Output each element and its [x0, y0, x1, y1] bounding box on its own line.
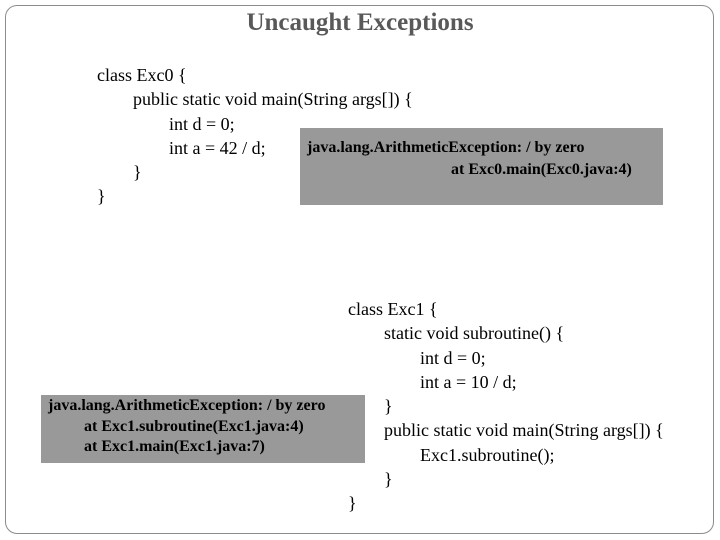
stack-trace-line: at Exc1.subroutine(Exc1.java:4): [84, 417, 304, 435]
code-line: public static void main(String args[]) {: [384, 420, 664, 441]
code-block-exc0: class Exc0 { public static void main(Str…: [97, 63, 413, 209]
code-line: class Exc1 {: [348, 299, 438, 319]
code-line: int d = 0;: [420, 347, 486, 368]
stack-trace-line: at Exc0.main(Exc0.java:4): [451, 161, 632, 178]
exception-message: java.lang.ArithmeticException: / by zero: [48, 397, 326, 414]
slide-title: Uncaught Exceptions: [246, 9, 474, 36]
code-line: public static void main(String args[]) {: [133, 89, 413, 110]
exception-output-exc1: java.lang.ArithmeticException: / by zero…: [41, 395, 365, 463]
code-line: int d = 0;: [169, 113, 235, 134]
stack-trace-line: at Exc1.main(Exc1.java:7): [84, 438, 265, 455]
exception-message: java.lang.ArithmeticException: / by zero: [307, 139, 585, 156]
code-line: class Exc0 {: [97, 65, 187, 85]
code-line: }: [348, 493, 357, 514]
code-line: }: [97, 186, 106, 207]
exception-output-exc0: java.lang.ArithmeticException: / by zero…: [300, 128, 663, 205]
code-line: }: [384, 469, 393, 490]
slide-frame: [5, 5, 714, 534]
code-line: int a = 10 / d;: [420, 371, 517, 392]
code-block-exc1: class Exc1 { static void subroutine() { …: [348, 297, 664, 516]
code-line: int a = 42 / d;: [169, 137, 266, 158]
code-line: Exc1.subroutine();: [420, 444, 555, 465]
code-line: }: [384, 396, 393, 417]
code-line: static void subroutine() {: [384, 323, 565, 344]
code-line: }: [133, 162, 142, 183]
